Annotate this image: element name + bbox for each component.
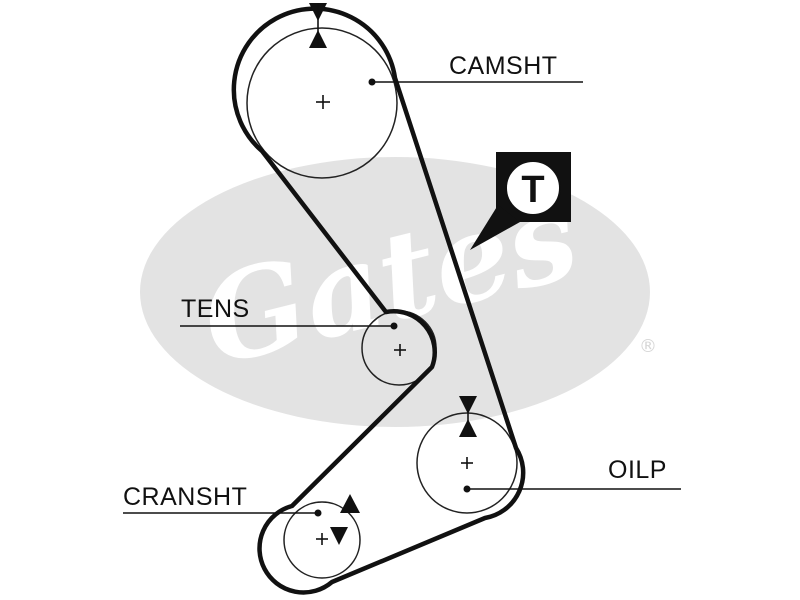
- watermark-ellipse: [140, 157, 650, 427]
- tension-badge-ring: [505, 160, 561, 216]
- crankshaft-pulley: [283, 501, 361, 579]
- oil-pump-label: OILP: [608, 456, 667, 484]
- camshaft-label: CAMSHT: [449, 52, 558, 80]
- oil-pump-leader: [463, 485, 681, 493]
- tensioner-leader: [180, 322, 398, 330]
- tension-indicator-icon: T: [470, 152, 571, 250]
- crankshaft-leader: [123, 509, 322, 517]
- timing-belt: [231, 6, 526, 595]
- crankshaft-timing-mark-icon: [330, 494, 360, 545]
- crankshaft-label: CRANSHT: [123, 483, 247, 511]
- oil-pump-pulley: [416, 412, 518, 514]
- watermark-registered-mark: ®: [639, 336, 657, 357]
- camshaft-timing-mark-icon: [309, 3, 327, 48]
- oil-pump-timing-mark-icon: [459, 396, 477, 437]
- crankshaft-center-cross: [316, 533, 328, 545]
- tensioner-center-cross: [394, 344, 406, 356]
- oil-pump-center-cross: [461, 457, 473, 469]
- camshaft-leader: [368, 78, 583, 86]
- tensioner-label: TENS: [181, 295, 250, 323]
- gates-watermark-logo: Gates ®: [140, 157, 657, 427]
- tension-badge-letter: T: [521, 169, 544, 211]
- camshaft-center-cross: [316, 95, 330, 109]
- camshaft-pulley: [246, 27, 398, 179]
- tension-badge-pointer: [470, 205, 520, 250]
